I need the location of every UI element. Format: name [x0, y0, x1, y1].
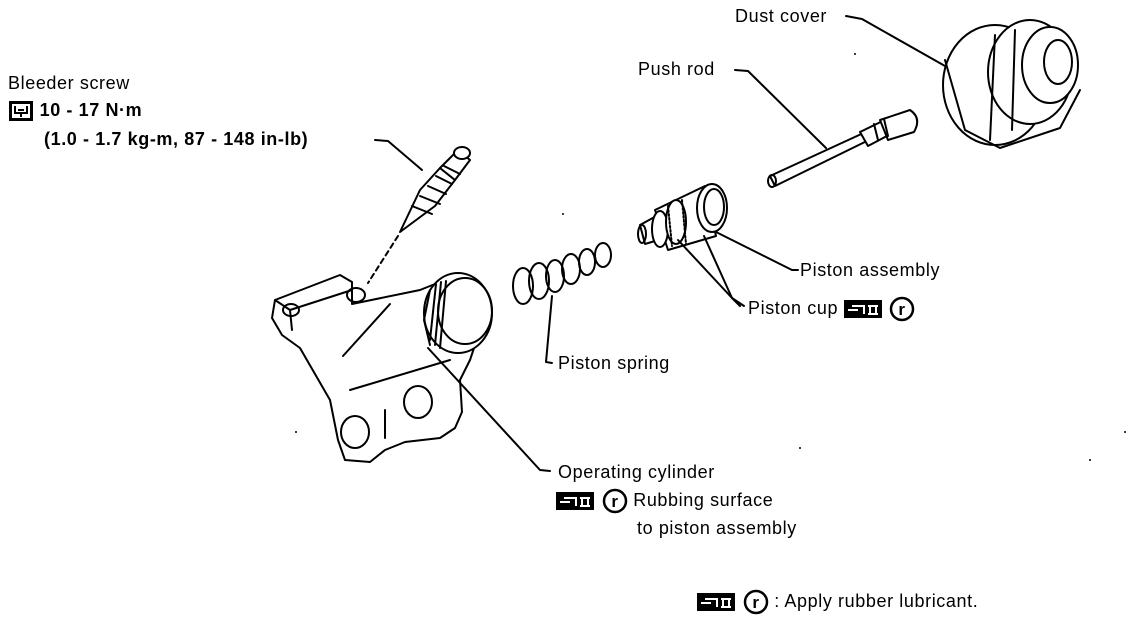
dust-cover-part: [942, 19, 1081, 149]
bleeder-screw-leader: [374, 139, 423, 171]
rubber-lubricant-icon: [556, 492, 594, 510]
piston-spring-leader: [545, 295, 553, 364]
torque-alt-value: (1.0 - 1.7 kg-m, 87 - 148 in-lb): [44, 129, 309, 149]
operating-cylinder-leader: [427, 347, 551, 472]
torque-spec-row: 10 - 17 N·m: [8, 99, 142, 122]
rubber-lubricant-icon: [697, 593, 735, 611]
dust-cover-label: Dust cover: [735, 6, 828, 26]
dust-cover-leader: [845, 15, 946, 67]
operating-cylinder-part: [271, 272, 493, 463]
bleeder-screw-label: Bleeder screw: [8, 73, 130, 93]
push-rod-label: Push rod: [638, 59, 715, 79]
piston-assembly-leader: [715, 231, 799, 271]
push-rod-leader: [734, 69, 827, 149]
rubbing-surface-text-2: to piston assembly: [637, 518, 797, 538]
legend-row: r : Apply rubber lubricant.: [697, 589, 978, 615]
legend-text: : Apply rubber lubricant.: [774, 590, 979, 611]
piston-cup-row: Piston cup r: [748, 296, 915, 322]
piston-cup-label: Piston cup: [748, 297, 839, 318]
torque-main-value: 10 - 17 N·m: [39, 100, 143, 120]
rubbing-surface-row: r Rubbing surface: [556, 488, 773, 514]
operating-cylinder-label: Operating cylinder: [558, 462, 715, 482]
piston-assembly-label: Piston assembly: [800, 260, 941, 280]
lubricant-r-circle-icon: r: [602, 488, 627, 514]
svg-text:r: r: [752, 593, 759, 612]
bleeder-axis-line: [367, 235, 399, 284]
torque-wrench-icon: [9, 101, 33, 122]
svg-text:r: r: [611, 492, 618, 511]
piston-spring-part: [512, 242, 612, 305]
svg-text:r: r: [899, 300, 906, 319]
piston-assembly-part: [637, 183, 728, 251]
push-rod-part: [767, 109, 919, 188]
rubbing-surface-text-1: Rubbing surface: [633, 489, 774, 510]
piston-cup-leader-2: [703, 235, 733, 299]
rubber-lubricant-icon: [843, 300, 882, 318]
bleeder-screw-part: [399, 146, 471, 233]
lubricant-r-circle-icon: r: [890, 296, 915, 322]
piston-spring-label: Piston spring: [558, 353, 670, 373]
lubricant-r-circle-icon: r: [743, 589, 768, 615]
